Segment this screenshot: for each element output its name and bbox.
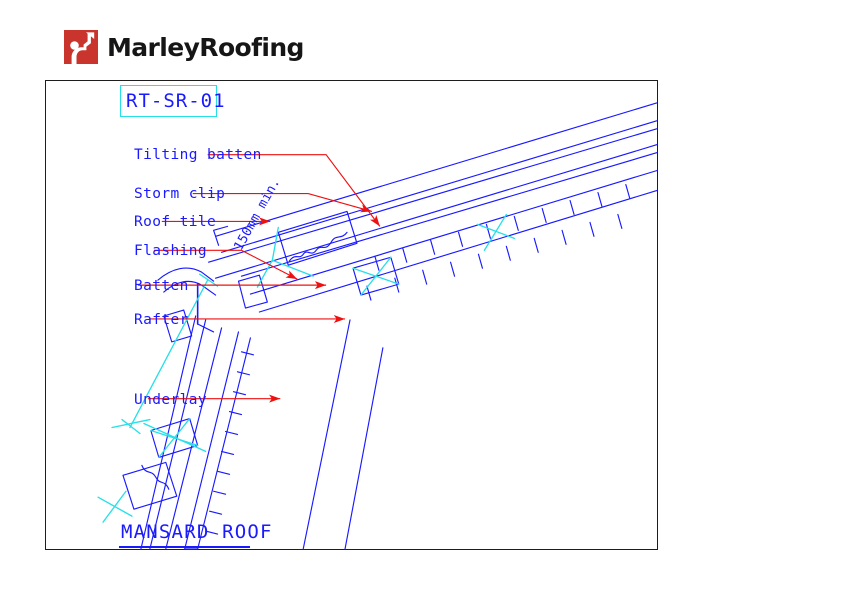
callout-label-batten: Batten — [134, 278, 189, 294]
sheet-title: MANSARD ROOF — [121, 521, 273, 543]
marley-roofer-figure-icon — [64, 30, 98, 64]
callout-label-underlay: Underlay — [134, 392, 208, 408]
cad-fixings-cyan — [97, 213, 515, 523]
callout-label-flashing: Flashing — [134, 243, 208, 259]
drawing-number: RT-SR-01 — [126, 90, 226, 112]
drawing-frame: Tilting batten Storm clip Roof tile Flas… — [45, 80, 658, 550]
callout-label-roof-tile: Roof tile — [134, 214, 217, 230]
callout-label-storm-clip: Storm clip — [134, 186, 226, 202]
cad-leaders-red — [137, 154, 381, 403]
callout-label-tilting-batten: Tilting batten — [134, 147, 262, 163]
drawing-number-box — [120, 85, 217, 117]
sheet-title-underline — [119, 546, 250, 548]
callout-label-rafter: Rafter — [134, 312, 189, 328]
brand-name: MarleyRoofing — [107, 32, 304, 62]
brand-logo: MarleyRoofing — [64, 30, 304, 64]
